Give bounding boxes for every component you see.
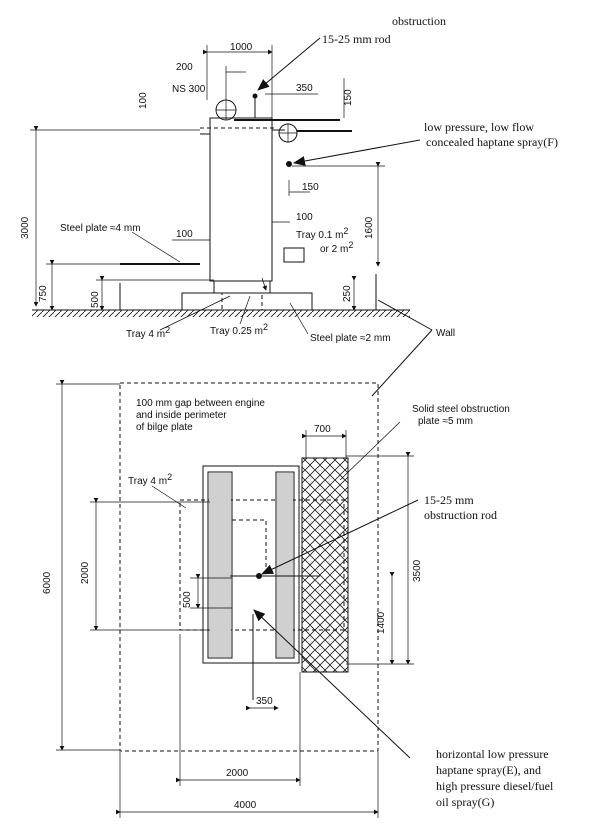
solid-plate-label-2: plate ≈5 mm	[418, 416, 473, 427]
dim-2000-v: 2000	[80, 561, 91, 584]
dim-500: 500	[90, 291, 101, 308]
dim-4000: 4000	[234, 800, 257, 811]
tray-01-label: Tray 0.1 m2	[296, 226, 348, 241]
spray-eg-label-2: haptane spray(E), and	[436, 763, 541, 777]
dim-200: 200	[176, 62, 193, 73]
dim-150-top: 150	[343, 89, 354, 106]
rod-label-plan-1: 15-25 mm	[424, 493, 474, 507]
engine-body	[209, 117, 273, 282]
gap-label-3: of bilge plate	[136, 422, 193, 433]
gap-label-1: 100 mm gap between engine	[136, 398, 265, 409]
dim-1000: 1000	[230, 42, 253, 53]
spray-nozzle-icon	[278, 123, 352, 143]
dim-700: 700	[314, 424, 331, 435]
ns300-pipe-icon	[215, 99, 237, 121]
spray-f-label-2: concealed haptane spray(F)	[426, 135, 558, 149]
solid-plate-label-1: Solid steel obstruction	[412, 404, 510, 415]
dim-3000: 3000	[20, 216, 31, 239]
ns300-label: NS 300	[172, 84, 206, 95]
wall-outline	[119, 382, 379, 752]
dim-350: 350	[296, 83, 313, 94]
tray-4-label-side: Tray 4 m2	[126, 325, 170, 340]
steel-plate-2-label: Steel plate ≈2 mm	[310, 333, 391, 344]
dim-150-mid: 150	[302, 182, 319, 193]
spray-f-label-1: low pressure, low flow	[424, 120, 534, 134]
obstruction-plate	[301, 457, 349, 673]
gap-label-2: and inside perimeter	[136, 410, 227, 421]
dim-6000: 6000	[42, 571, 53, 594]
obstruction-label: obstruction	[392, 14, 446, 28]
dim-1400: 1400	[376, 611, 387, 634]
dim-750: 750	[38, 285, 49, 302]
plan-view: 100 mm gap between engine and inside per…	[42, 379, 554, 818]
dim-100-right: 100	[296, 212, 313, 223]
dim-3500: 3500	[412, 559, 423, 582]
dim-500-plan: 500	[182, 591, 193, 608]
dim-2000-h: 2000	[226, 768, 249, 779]
ground-line	[32, 309, 410, 317]
dim-250: 250	[342, 285, 353, 302]
spray-f-nozzle	[286, 161, 292, 167]
tray-025-label: Tray 0.25 m2	[210, 322, 268, 337]
side-view: obstruction 15-25 mm rod 1000 200 NS 300…	[20, 14, 558, 397]
engine-plan	[202, 465, 300, 664]
rod-label-plan-2: obstruction rod	[424, 508, 497, 522]
spray-eg-label-4: oil spray(G)	[436, 795, 494, 809]
dim-100-top: 100	[138, 92, 149, 109]
spray-eg-label-1: horizontal low pressure	[436, 747, 549, 761]
tray-4-label-plan: Tray 4 m2	[128, 472, 172, 487]
dim-100-left: 100	[176, 229, 193, 240]
tray-2-label: or 2 m2	[320, 240, 353, 255]
dim-350-plan: 350	[256, 696, 273, 707]
steel-plate-4-label: Steel plate ≈4 mm	[60, 223, 141, 234]
wall-label: Wall	[436, 328, 455, 339]
dim-1600: 1600	[364, 216, 375, 239]
rod-label: 15-25 mm rod	[322, 32, 391, 46]
engine-base	[213, 280, 271, 294]
spray-eg-label-3: high pressure diesel/fuel	[436, 779, 554, 793]
